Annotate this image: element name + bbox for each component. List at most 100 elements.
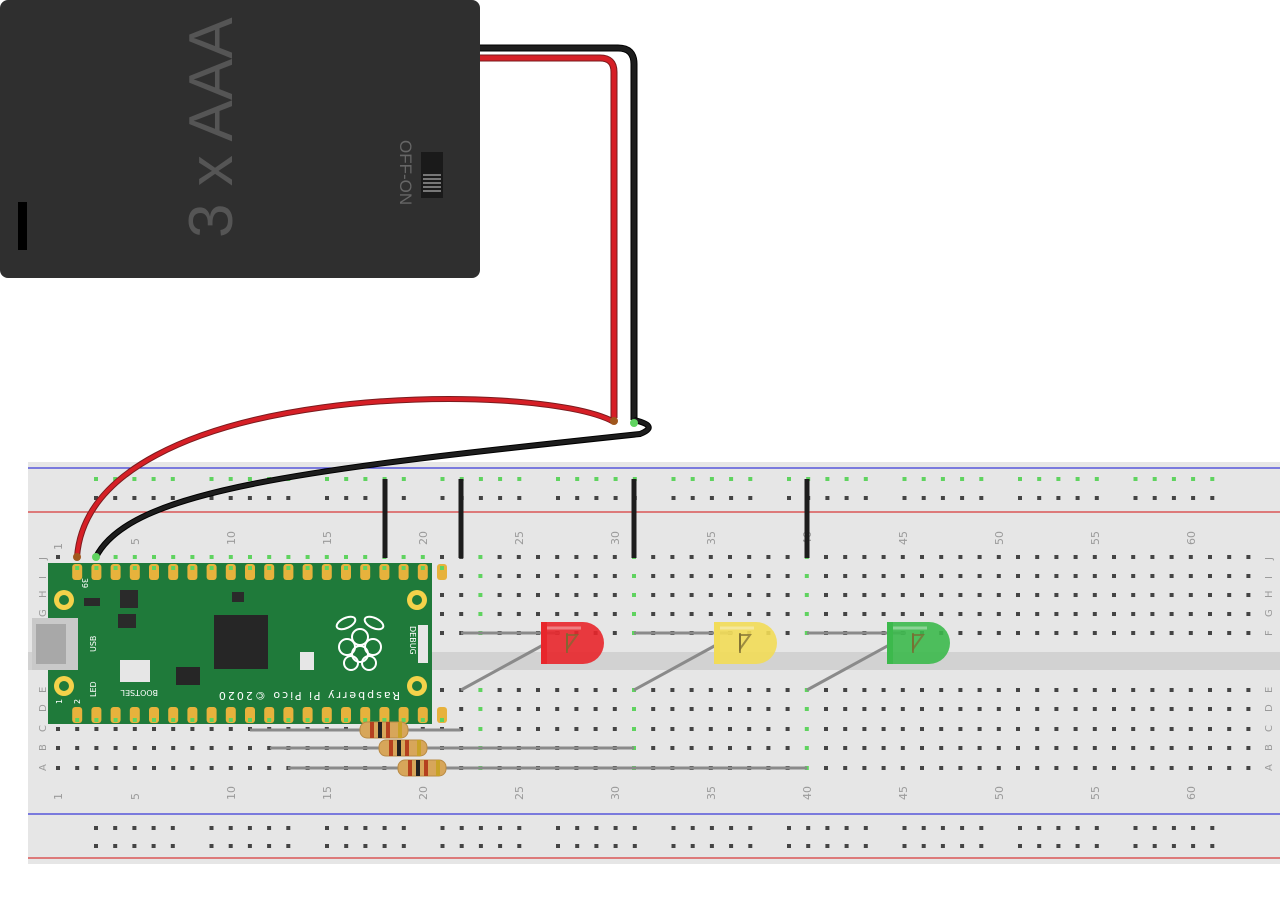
breadboard-hole[interactable]: [1112, 766, 1116, 770]
rail-hole[interactable]: [613, 496, 618, 500]
breadboard-hole[interactable]: [152, 727, 156, 731]
breadboard-hole[interactable]: [1054, 555, 1059, 559]
breadboard-hole[interactable]: [958, 746, 963, 750]
breadboard-hole[interactable]: [497, 688, 502, 692]
breadboard-hole[interactable]: [1092, 612, 1097, 616]
rail-hole[interactable]: [787, 844, 791, 848]
rail-hole[interactable]: [440, 496, 445, 500]
rail-hole[interactable]: [1037, 477, 1042, 481]
breadboard-hole[interactable]: [977, 612, 982, 616]
rail-hole[interactable]: [344, 496, 349, 500]
breadboard-hole[interactable]: [113, 746, 118, 750]
breadboard-hole[interactable]: [555, 612, 560, 616]
rail-hole[interactable]: [729, 477, 734, 481]
breadboard-hole[interactable]: [1208, 727, 1212, 731]
breadboard-hole[interactable]: [593, 555, 598, 559]
breadboard-hole[interactable]: [881, 688, 886, 692]
breadboard-hole[interactable]: [824, 593, 828, 597]
rail-hole[interactable]: [979, 844, 984, 848]
breadboard-hole[interactable]: [958, 574, 963, 578]
breadboard-hole[interactable]: [958, 612, 963, 616]
breadboard-hole[interactable]: [1169, 688, 1174, 692]
breadboard-hole[interactable]: [516, 555, 521, 559]
breadboard-hole[interactable]: [843, 574, 848, 578]
rail-hole[interactable]: [1094, 844, 1099, 848]
resistor[interactable]: [397, 759, 447, 777]
breadboard-hole[interactable]: [75, 746, 80, 750]
rail-hole[interactable]: [498, 477, 503, 481]
rail-hole[interactable]: [902, 844, 907, 848]
breadboard-hole[interactable]: [1016, 631, 1020, 635]
breadboard-hole[interactable]: [920, 707, 924, 711]
breadboard-hole[interactable]: [1227, 707, 1232, 711]
breadboard-hole[interactable]: [132, 555, 137, 559]
breadboard-hole[interactable]: [708, 555, 713, 559]
breadboard-hole[interactable]: [670, 746, 675, 750]
breadboard-hole[interactable]: [881, 555, 886, 559]
breadboard-hole[interactable]: [190, 766, 195, 770]
breadboard-hole[interactable]: [862, 593, 867, 597]
breadboard-hole[interactable]: [977, 766, 982, 770]
rail-hole[interactable]: [517, 844, 522, 848]
breadboard-hole[interactable]: [670, 574, 675, 578]
breadboard-hole[interactable]: [478, 707, 483, 711]
breadboard-hole[interactable]: [1112, 612, 1116, 616]
breadboard-hole[interactable]: [574, 707, 579, 711]
breadboard-hole[interactable]: [1112, 746, 1116, 750]
rail-hole[interactable]: [382, 844, 387, 848]
rail-hole[interactable]: [825, 477, 830, 481]
breadboard-hole[interactable]: [689, 688, 694, 692]
breadboard-hole[interactable]: [1208, 555, 1212, 559]
breadboard-hole[interactable]: [670, 688, 675, 692]
rail-hole[interactable]: [960, 844, 965, 848]
rail-hole[interactable]: [902, 826, 907, 830]
breadboard-hole[interactable]: [824, 688, 828, 692]
resistor[interactable]: [359, 721, 409, 739]
rail-hole[interactable]: [209, 496, 214, 500]
breadboard-hole[interactable]: [248, 746, 252, 750]
breadboard-hole[interactable]: [75, 766, 80, 770]
breadboard-hole[interactable]: [785, 555, 790, 559]
breadboard-hole[interactable]: [900, 707, 905, 711]
breadboard-hole[interactable]: [1016, 688, 1020, 692]
breadboard-hole[interactable]: [440, 688, 444, 692]
rail-hole[interactable]: [1075, 477, 1080, 481]
breadboard-hole[interactable]: [747, 688, 752, 692]
rail-hole[interactable]: [517, 477, 522, 481]
rail-hole[interactable]: [594, 496, 599, 500]
breadboard-hole[interactable]: [152, 555, 156, 559]
breadboard-hole[interactable]: [459, 574, 464, 578]
breadboard-hole[interactable]: [190, 746, 195, 750]
breadboard-hole[interactable]: [824, 746, 828, 750]
breadboard-hole[interactable]: [209, 727, 214, 731]
breadboard-hole[interactable]: [593, 688, 598, 692]
breadboard-hole[interactable]: [248, 555, 252, 559]
rail-hole[interactable]: [1210, 844, 1215, 848]
breadboard-hole[interactable]: [785, 746, 790, 750]
breadboard-hole[interactable]: [1246, 766, 1251, 770]
rail-hole[interactable]: [267, 844, 272, 848]
breadboard-hole[interactable]: [824, 766, 828, 770]
breadboard-hole[interactable]: [977, 688, 982, 692]
breadboard-hole[interactable]: [689, 574, 694, 578]
rail-hole[interactable]: [979, 496, 984, 500]
breadboard-hole[interactable]: [900, 555, 905, 559]
rail-hole[interactable]: [690, 496, 695, 500]
breadboard-hole[interactable]: [728, 727, 732, 731]
breadboard-hole[interactable]: [1188, 746, 1193, 750]
rail-hole[interactable]: [459, 826, 464, 830]
breadboard-hole[interactable]: [536, 688, 540, 692]
breadboard-hole[interactable]: [1169, 574, 1174, 578]
rail-hole[interactable]: [844, 477, 849, 481]
breadboard-hole[interactable]: [996, 631, 1001, 635]
breadboard-hole[interactable]: [497, 707, 502, 711]
breadboard-hole[interactable]: [1112, 707, 1116, 711]
rail-hole[interactable]: [709, 477, 714, 481]
breadboard-hole[interactable]: [632, 574, 636, 578]
breadboard-hole[interactable]: [228, 746, 233, 750]
breadboard-hole[interactable]: [881, 727, 886, 731]
breadboard-hole[interactable]: [497, 727, 502, 731]
rail-hole[interactable]: [1018, 826, 1022, 830]
breadboard-hole[interactable]: [766, 555, 771, 559]
rail-hole[interactable]: [132, 826, 137, 830]
